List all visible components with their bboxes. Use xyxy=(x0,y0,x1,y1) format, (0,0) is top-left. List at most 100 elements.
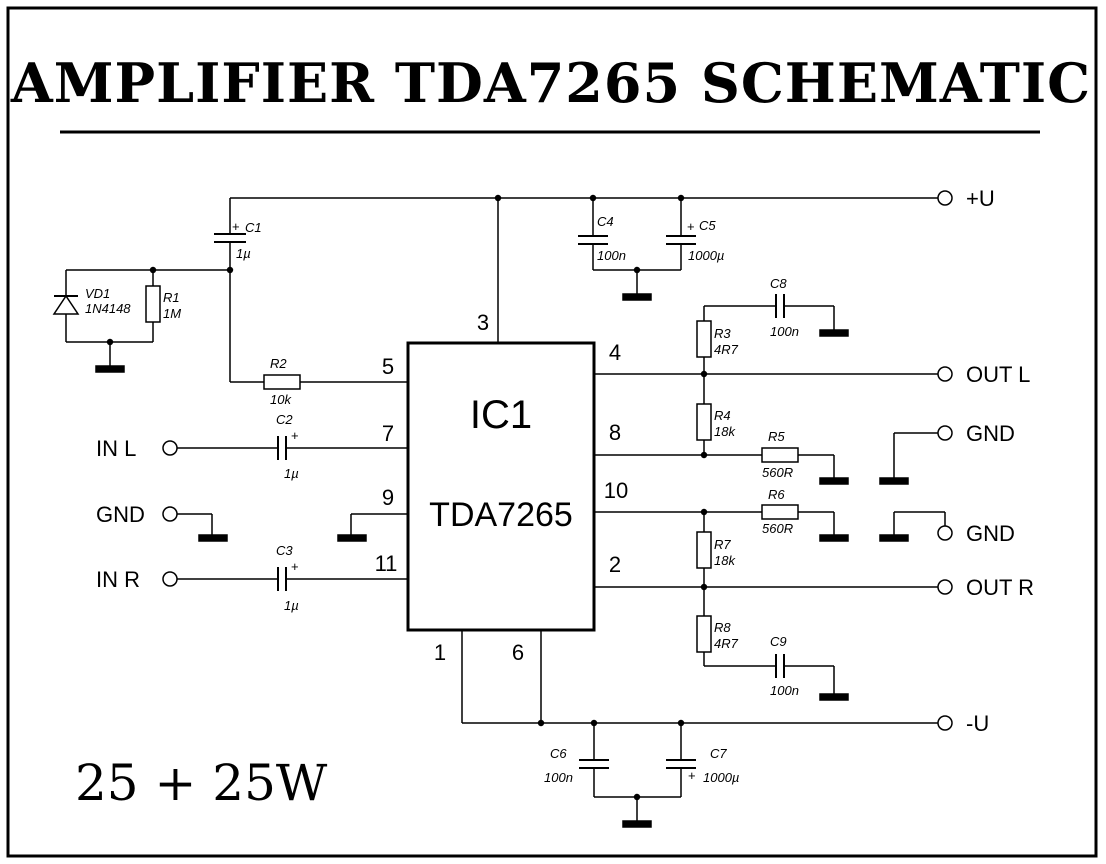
ic-ref-label: IC1 xyxy=(470,393,532,437)
capacitor-c6 xyxy=(579,723,609,797)
resistor-r8 xyxy=(696,615,712,666)
c7-ref: C7 xyxy=(710,746,727,761)
c7-plus-icon: + xyxy=(688,768,696,783)
in-r-label: IN R xyxy=(96,567,140,592)
gnd-a-wire xyxy=(879,432,938,485)
r6-value: 560R xyxy=(762,521,793,536)
ic-part-label: TDA7265 xyxy=(429,496,573,534)
r4-ref: R4 xyxy=(714,408,731,423)
power-rating: 25 + 25W xyxy=(75,754,328,812)
vminus-rail xyxy=(461,630,938,724)
r1-ref: R1 xyxy=(163,290,180,305)
capacitor-c4 xyxy=(578,198,608,270)
diode-vd1 xyxy=(52,294,80,315)
pin-4-label: 4 xyxy=(609,340,621,365)
outer-frame xyxy=(6,6,1098,858)
r3-value: 4R7 xyxy=(714,342,739,357)
vplus-terminal[interactable] xyxy=(937,190,953,206)
out-r-wire xyxy=(594,586,938,616)
c3-ref: C3 xyxy=(276,543,293,558)
r6-ref: R6 xyxy=(768,487,785,502)
c5-ref: C5 xyxy=(699,218,716,233)
capacitor-c5 xyxy=(666,198,696,270)
in-l-terminal[interactable] xyxy=(162,440,178,456)
r7-ref: R7 xyxy=(714,537,731,552)
gnd-a-label: GND xyxy=(966,421,1015,446)
pin-9-label: 9 xyxy=(382,485,394,510)
resistor-r3 xyxy=(696,306,712,374)
resistor-r5 xyxy=(594,447,849,485)
capacitor-c1 xyxy=(214,198,246,382)
vd1-value: 1N4148 xyxy=(85,301,131,316)
c8-ref: C8 xyxy=(770,276,787,291)
capacitor-c9 xyxy=(704,654,849,701)
in-l-label: IN L xyxy=(96,436,136,461)
c2-plus-icon: + xyxy=(291,428,299,443)
c3-value: 1µ xyxy=(284,598,299,613)
capacitor-c7 xyxy=(666,723,696,797)
c9-value: 100n xyxy=(770,683,799,698)
ic-body xyxy=(406,341,596,632)
c7-value: 1000µ xyxy=(703,770,739,785)
r5-ref: R5 xyxy=(768,429,785,444)
vminus-terminal[interactable] xyxy=(937,715,953,731)
junction-dots xyxy=(106,194,708,801)
capacitor-c8 xyxy=(704,294,849,337)
r8-ref: R8 xyxy=(714,620,731,635)
c6-value: 100n xyxy=(544,770,573,785)
out-l-label: OUT L xyxy=(966,362,1030,387)
resistor-r4 xyxy=(696,403,712,455)
vplus-label: +U xyxy=(966,186,995,211)
pin-10-label: 10 xyxy=(604,478,628,503)
vd1-ref: VD1 xyxy=(85,286,110,301)
pin-5-label: 5 xyxy=(382,354,394,379)
r4-value: 18k xyxy=(714,424,736,439)
resistor-r2 xyxy=(230,374,408,390)
gnd-b-terminal[interactable] xyxy=(937,525,953,541)
c5-plus-icon: + xyxy=(687,219,695,234)
out-l-terminal[interactable] xyxy=(937,366,953,382)
capacitor-c3 xyxy=(177,567,408,591)
gnd-in-label: GND xyxy=(96,502,145,527)
resistor-r7 xyxy=(696,512,712,587)
c1-value: 1µ xyxy=(236,246,251,261)
pin-11-label: 11 xyxy=(375,551,398,576)
r2-ref: R2 xyxy=(270,356,287,371)
pin-2-label: 2 xyxy=(609,552,621,577)
out-l-wire xyxy=(594,373,938,404)
r8-value: 4R7 xyxy=(714,636,739,651)
pin-9-ground xyxy=(337,513,408,542)
c9-ref: C9 xyxy=(770,634,787,649)
in-r-terminal[interactable] xyxy=(162,571,178,587)
c8-value: 100n xyxy=(770,324,799,339)
out-r-label: OUT R xyxy=(966,575,1034,600)
r2-value: 10k xyxy=(270,392,292,407)
c5-value: 1000µ xyxy=(688,248,724,263)
c1-ref: C1 xyxy=(245,220,262,235)
pin-7-label: 7 xyxy=(382,421,394,446)
c4-c5-ground xyxy=(593,269,681,301)
gnd-in-wire xyxy=(177,513,228,542)
c2-value: 1µ xyxy=(284,466,299,481)
c4-value: 100n xyxy=(597,248,626,263)
c4-ref: C4 xyxy=(597,214,614,229)
gnd-b-wire xyxy=(879,511,946,542)
pin-6-label: 6 xyxy=(512,640,524,665)
r1-value: 1M xyxy=(163,306,181,321)
r7-value: 18k xyxy=(714,553,736,568)
c3-plus-icon: + xyxy=(291,559,299,574)
out-r-terminal[interactable] xyxy=(937,579,953,595)
pin-8-label: 8 xyxy=(609,420,621,445)
c2-ref: C2 xyxy=(276,412,293,427)
c6-c7-ground xyxy=(594,796,681,828)
r3-ref: R3 xyxy=(714,326,731,341)
vplus-rail xyxy=(230,197,938,343)
c6-ref: C6 xyxy=(550,746,567,761)
capacitor-c2 xyxy=(177,436,408,460)
gnd-a-terminal[interactable] xyxy=(937,425,953,441)
gnd-in-terminal[interactable] xyxy=(162,506,178,522)
c1-plus-icon: + xyxy=(232,219,240,234)
diagram-title: AMPLIFIER TDA7265 SCHEMATIC xyxy=(10,51,1091,115)
resistor-r6 xyxy=(594,504,849,542)
